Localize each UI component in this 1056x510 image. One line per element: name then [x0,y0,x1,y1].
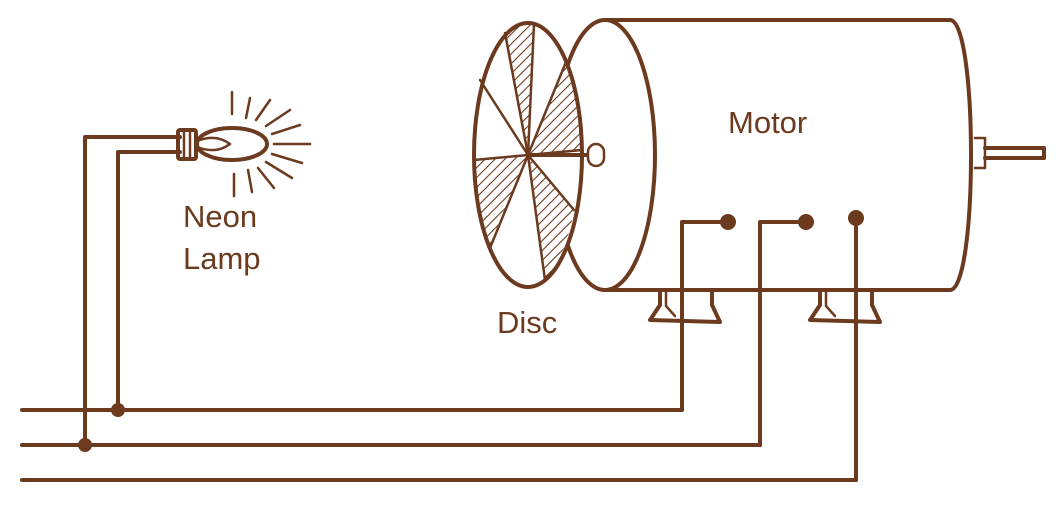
motor-body [603,18,973,292]
junction-dot [78,438,92,452]
lamp-wire-outer [83,135,182,447]
lamp-bulb [195,126,269,162]
neon-lamp-label-line1: Neon [183,199,258,234]
lamp-rays [230,90,312,198]
motor [553,18,1046,324]
motor-wires [680,210,864,482]
disc [472,21,606,289]
motor-terminal [798,214,814,230]
motor-foot-right [808,288,882,324]
disc-sector-shaded [505,22,534,156]
supply-lines [20,408,858,482]
disc-hub [586,142,606,168]
motor-wire-1 [680,220,730,412]
motor-shaft [983,146,1046,160]
lamp-wire-inner [116,150,182,412]
neon-lamp-label-line2: Lamp [183,241,261,276]
motor-terminal [848,210,864,226]
motor-foot-left [648,288,722,324]
junction-dot [111,403,125,417]
disc-sector-shaded [474,155,528,248]
lamp-wires [78,135,182,452]
neon-lamp [176,90,312,198]
lamp-electrode [198,136,232,152]
motor-terminal [720,214,736,230]
disc-sector-shaded [528,155,574,280]
lamp-base [176,128,198,161]
motor-label: Motor [728,105,808,140]
motor-wire-2 [758,220,808,447]
disc-label: Disc [497,305,558,340]
disc-spokes [472,22,584,282]
motor-shaft-collar [973,136,987,170]
disc-sector-shaded [528,62,582,155]
